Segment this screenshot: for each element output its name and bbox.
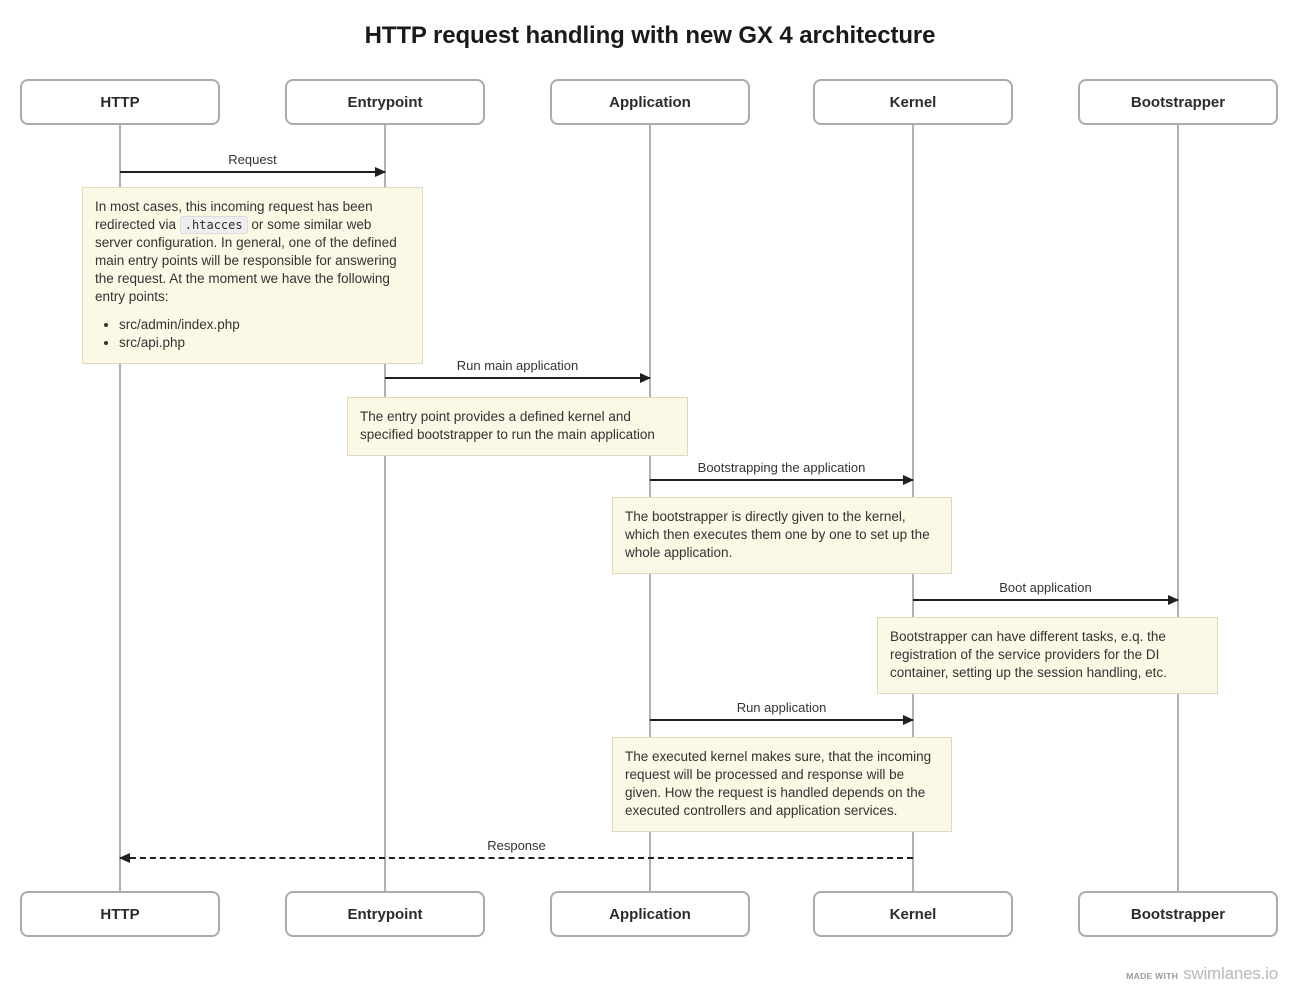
message-line: [385, 377, 650, 379]
message-request[interactable]: Request: [120, 152, 386, 177]
message-line: [120, 171, 385, 173]
participant-top-application[interactable]: Application: [550, 79, 750, 125]
participant-label: Bootstrapper: [1130, 905, 1226, 923]
lifeline-http: [119, 125, 121, 891]
note-bullet-item: src/admin/index.php: [119, 316, 410, 334]
lifeline-entrypoint: [384, 125, 386, 891]
message-label: Bootstrapping the application: [697, 460, 866, 475]
arrowhead-icon: [903, 715, 914, 725]
note-text: The executed kernel makes sure, that the…: [625, 749, 932, 818]
message-line: [120, 857, 913, 859]
participant-label: Entrypoint: [347, 905, 423, 923]
participant-bottom-entrypoint[interactable]: Entrypoint: [285, 891, 485, 937]
participant-bottom-application[interactable]: Application: [550, 891, 750, 937]
participant-label: Application: [609, 905, 691, 923]
note-bullet-item: src/api.php: [119, 334, 410, 352]
participant-bottom-kernel[interactable]: Kernel: [813, 891, 1013, 937]
arrowhead-icon: [375, 167, 386, 177]
message-label: Run application: [736, 700, 827, 715]
participant-label: Bootstrapper: [1130, 93, 1226, 111]
message-line: [650, 479, 913, 481]
message-label: Run main application: [456, 358, 579, 373]
lifeline-bootstrapper: [1177, 125, 1179, 891]
note-text: The entry point provides a defined kerne…: [360, 409, 655, 442]
message-line: [650, 719, 913, 721]
note-text-before-code: In most cases, this incoming request has…: [95, 199, 373, 232]
inline-code: .htacces: [179, 216, 248, 234]
message-boot-application[interactable]: Boot application: [913, 580, 1179, 605]
note-text: Bootstrapper can have different tasks, e…: [890, 629, 1167, 680]
arrowhead-icon: [640, 373, 651, 383]
participant-label: Kernel: [889, 93, 937, 111]
message-bootstrapping-the-application[interactable]: Bootstrapping the application: [650, 460, 914, 485]
participant-label: HTTP: [100, 93, 140, 111]
footer-branding[interactable]: Made with swimlanes.io: [1126, 964, 1278, 984]
participant-label: Application: [609, 93, 691, 111]
participant-bottom-bootstrapper[interactable]: Bootstrapper: [1078, 891, 1278, 937]
note-bootstrapper-given[interactable]: The bootstrapper is directly given to th…: [612, 497, 952, 574]
participant-label: HTTP: [100, 905, 140, 923]
note-entry-points[interactable]: In most cases, this incoming request has…: [82, 187, 423, 364]
participant-label: Kernel: [889, 905, 937, 923]
participant-top-entrypoint[interactable]: Entrypoint: [285, 79, 485, 125]
participant-top-http[interactable]: HTTP: [20, 79, 220, 125]
note-bullet-list: src/admin/index.phpsrc/api.php: [95, 316, 410, 352]
note-entry-point-provides[interactable]: The entry point provides a defined kerne…: [347, 397, 688, 456]
participant-label: Entrypoint: [347, 93, 423, 111]
message-response[interactable]: Response: [119, 838, 913, 863]
arrowhead-icon: [903, 475, 914, 485]
note-bootstrapper-tasks[interactable]: Bootstrapper can have different tasks, e…: [877, 617, 1218, 694]
participant-bottom-http[interactable]: HTTP: [20, 891, 220, 937]
message-run-application[interactable]: Run application: [650, 700, 914, 725]
page-title: HTTP request handling with new GX 4 arch…: [364, 22, 936, 49]
message-label: Response: [487, 838, 546, 853]
participant-top-bootstrapper[interactable]: Bootstrapper: [1078, 79, 1278, 125]
note-executed-kernel[interactable]: The executed kernel makes sure, that the…: [612, 737, 952, 832]
note-text: In most cases, this incoming request has…: [95, 198, 410, 306]
message-run-main-application[interactable]: Run main application: [385, 358, 651, 383]
arrowhead-icon: [119, 853, 130, 863]
message-label: Request: [228, 152, 277, 167]
made-with-label: Made with: [1126, 971, 1179, 981]
swimlanes-brand: swimlanes.io: [1183, 964, 1278, 983]
message-label: Boot application: [999, 580, 1092, 595]
arrowhead-icon: [1168, 595, 1179, 605]
message-line: [913, 599, 1178, 601]
note-text-after-code: or some similar web server configuration…: [95, 217, 397, 304]
participant-top-kernel[interactable]: Kernel: [813, 79, 1013, 125]
note-text: The bootstrapper is directly given to th…: [625, 509, 930, 560]
